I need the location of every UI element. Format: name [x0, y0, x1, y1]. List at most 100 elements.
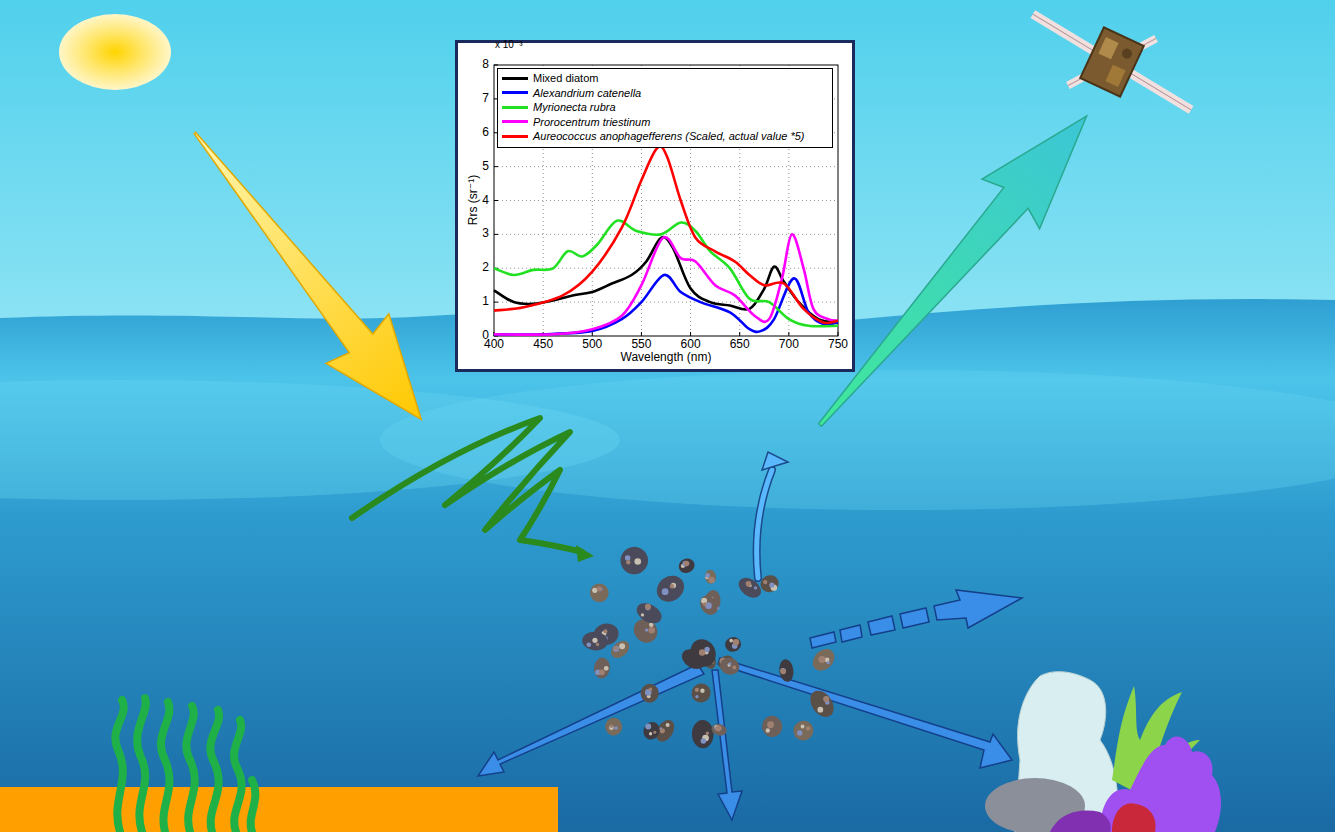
particle-speck [708, 577, 714, 583]
x-tick-label: 650 [730, 338, 750, 352]
particle-body [760, 714, 784, 739]
tick [494, 234, 498, 235]
tick [690, 332, 691, 336]
particle-body [718, 656, 741, 677]
legend-text: Aureococcus anophagefferens (Scaled, act… [533, 130, 805, 142]
particle-body [758, 572, 782, 595]
x-tick-label: 550 [631, 338, 651, 352]
particle-body [789, 717, 817, 745]
particle-speck [645, 604, 651, 610]
particle [778, 658, 795, 682]
particle-speck [780, 669, 786, 675]
particle-speck [715, 725, 721, 731]
particle-body [581, 631, 608, 652]
axis-multiplier: x 10⁻³ [495, 39, 523, 51]
particle-speck [728, 662, 731, 665]
particle [789, 717, 817, 745]
particle-body [633, 599, 665, 627]
tick [838, 332, 839, 336]
y-tick-label: 3 [482, 227, 489, 241]
legend-text: Myrionecta rubra [533, 101, 616, 113]
particle-speck [695, 688, 699, 692]
particle [638, 681, 661, 704]
particle-speck [596, 643, 599, 646]
tick [592, 332, 593, 336]
particle-speck [586, 642, 591, 647]
grid-line [494, 234, 838, 235]
particle-speck [626, 560, 630, 564]
particle-speck [701, 738, 707, 744]
particle-body [808, 645, 838, 675]
legend-line-sample [502, 106, 528, 109]
particle-speck [610, 725, 613, 728]
particle-body [604, 717, 623, 736]
particle-body [676, 556, 697, 576]
particle-speck [746, 581, 752, 587]
particle [633, 599, 665, 627]
plot-frame [494, 65, 838, 336]
grid-line [494, 166, 838, 167]
particle-body [616, 542, 653, 579]
y-tick-label: 6 [482, 126, 489, 140]
particle-body [638, 681, 661, 704]
particle-body [593, 657, 611, 680]
particle-speck [597, 587, 602, 592]
particle-body [697, 592, 722, 618]
particle [581, 631, 608, 652]
particle [718, 656, 741, 677]
particle-speck [603, 629, 607, 633]
particle-speck [732, 665, 736, 669]
particle-speck [645, 723, 651, 729]
chart-legend: Mixed diatomAlexandrium catenellaMyrione… [497, 68, 833, 148]
particle-body [723, 635, 743, 654]
particle [593, 657, 611, 680]
particle [590, 583, 609, 602]
particle-speck [660, 728, 665, 733]
tick [494, 336, 498, 337]
particle [758, 572, 782, 595]
particle-speck [806, 726, 810, 730]
particle-speck [649, 732, 652, 735]
particle-speck [670, 584, 674, 588]
particle-speck [625, 555, 630, 560]
particle-body [735, 574, 765, 602]
x-tick-label: 700 [779, 338, 799, 352]
legend-entry: Myrionecta rubra [498, 100, 832, 115]
spectrum-curve [494, 146, 838, 323]
particle-speck [619, 643, 625, 649]
legend-line-sample [502, 91, 528, 94]
tick [494, 200, 498, 201]
x-axis-title: Wavelength (nm) [621, 351, 712, 365]
tick [494, 65, 498, 66]
particle [808, 645, 838, 675]
particle [686, 635, 720, 671]
particle-body [686, 635, 720, 671]
particle-speck [729, 639, 733, 643]
particle-speck [609, 725, 614, 730]
particle-speck [767, 721, 774, 728]
particle-speck [682, 561, 688, 567]
tick [788, 332, 789, 336]
legend-text: Mixed diatom [533, 72, 598, 84]
legend-entry: Alexandrium catenella [498, 86, 832, 101]
particle-body [641, 719, 663, 742]
x-tick-label: 750 [828, 338, 848, 352]
particle [704, 569, 717, 584]
particle-speck [634, 558, 641, 565]
particle-speck [781, 668, 786, 673]
particle [616, 542, 653, 579]
particle-speck [754, 586, 757, 589]
particle-speck [645, 628, 648, 631]
particle-speck [797, 730, 802, 735]
particle-speck [649, 687, 653, 691]
legend-line-sample [502, 77, 528, 80]
particle-body [805, 686, 838, 721]
particle-speck [695, 695, 698, 698]
y-tick-label: 7 [482, 92, 489, 106]
particle-body [608, 637, 633, 661]
particle-speck [666, 723, 670, 727]
particle-speck [614, 726, 618, 730]
particle-speck [653, 731, 656, 734]
particle-speck [671, 583, 676, 588]
tick [494, 166, 498, 167]
